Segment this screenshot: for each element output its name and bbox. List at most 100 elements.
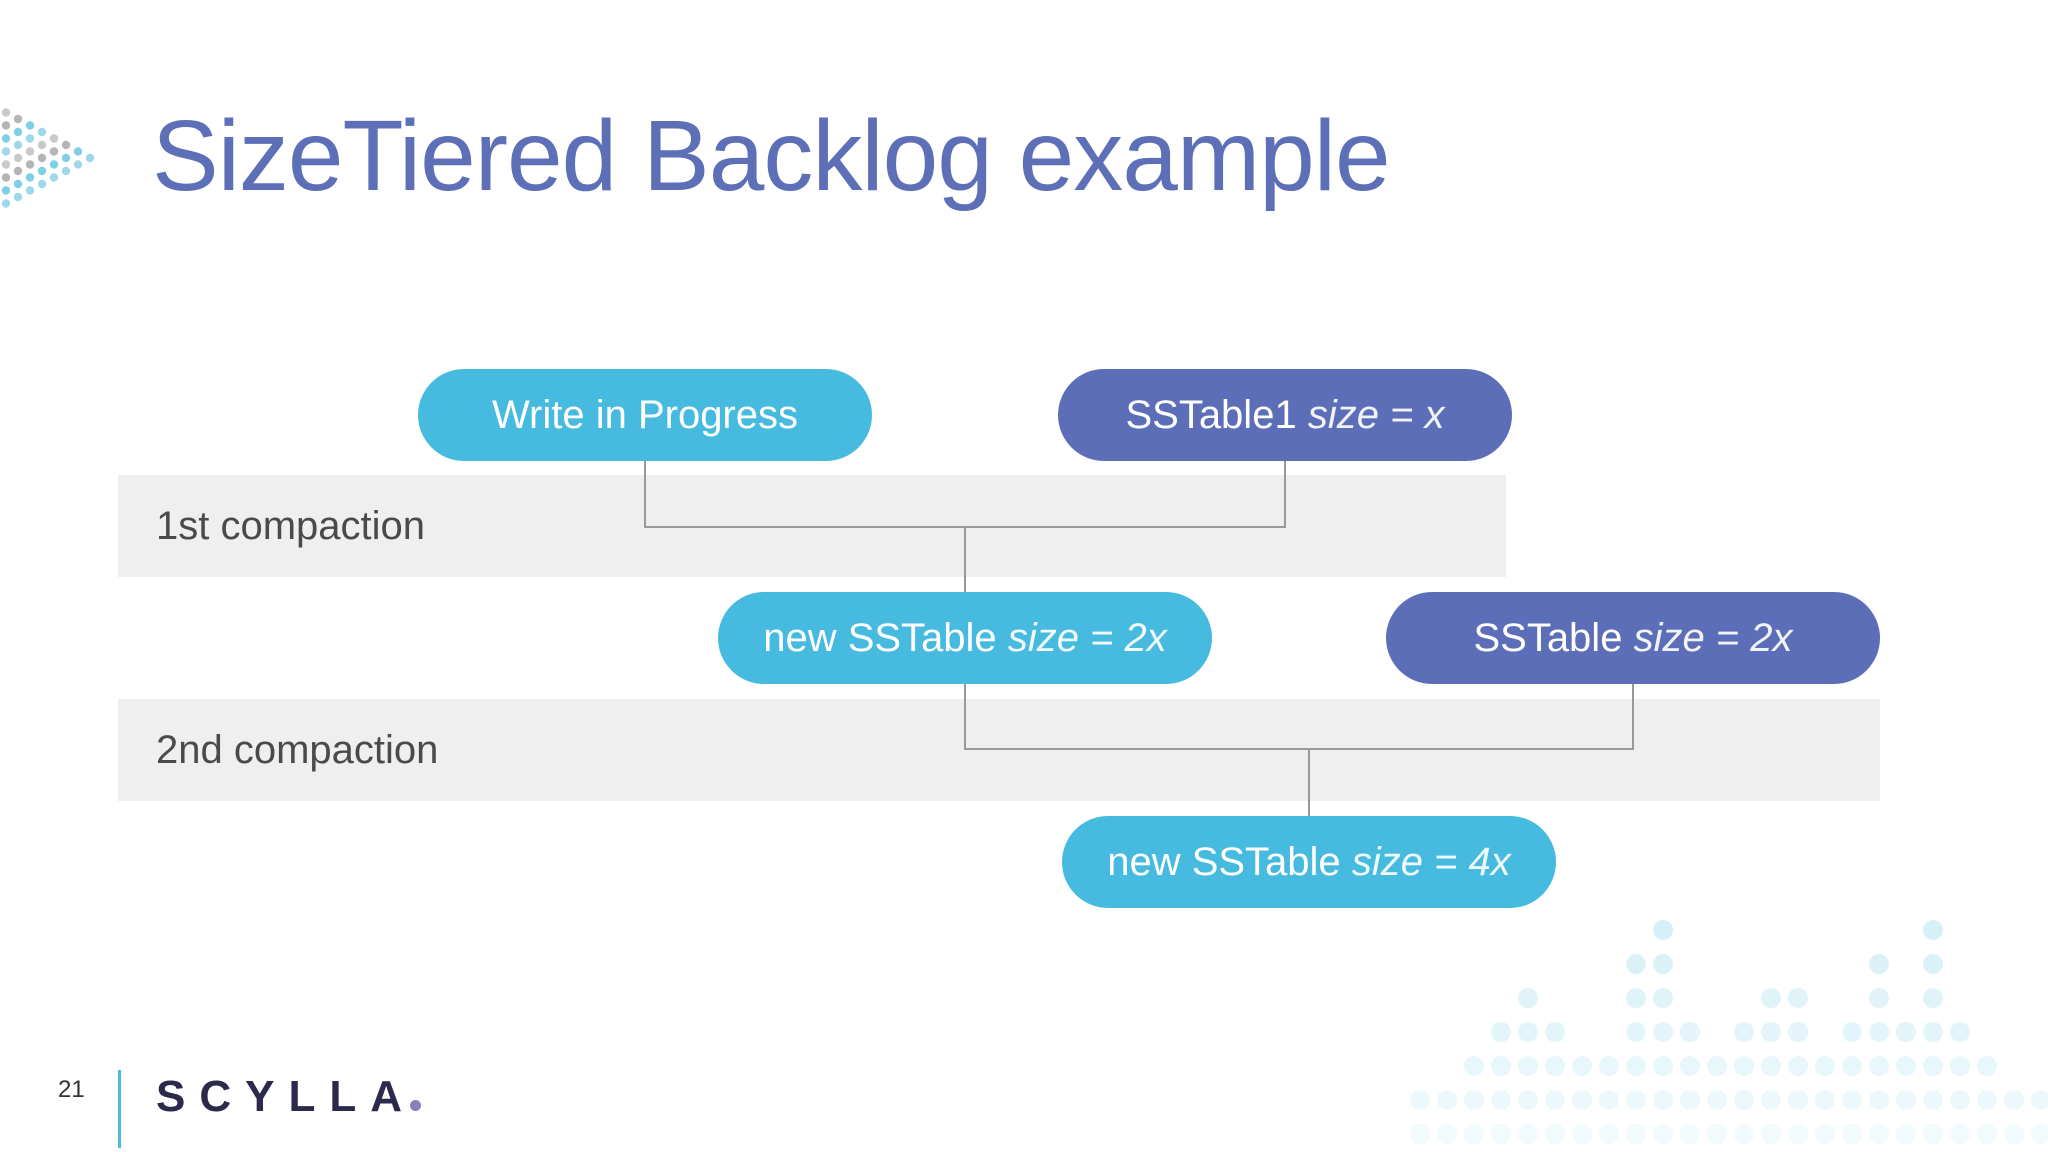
edge-2nd-compaction <box>964 684 1634 750</box>
decorative-dot <box>1788 1090 1808 1110</box>
decorative-dot <box>1626 954 1646 974</box>
decorative-dot <box>1788 1022 1808 1042</box>
decorative-dot <box>1680 1022 1700 1042</box>
decorative-dot <box>1842 1056 1862 1076</box>
decorative-dot <box>1653 954 1673 974</box>
decorative-dot <box>1545 1090 1565 1110</box>
decorative-dot <box>1653 1056 1673 1076</box>
decorative-dot <box>1923 920 1943 940</box>
page-number: 21 <box>58 1076 85 1103</box>
decorative-dot <box>1896 1090 1916 1110</box>
decorative-dot <box>1869 1090 1889 1110</box>
decorative-dot <box>1410 1124 1430 1144</box>
decorative-dot <box>1761 1124 1781 1144</box>
decorative-dot <box>1950 1022 1970 1042</box>
decorative-dot <box>1761 1022 1781 1042</box>
decorative-dot <box>1869 988 1889 1008</box>
node-size: size = x <box>1307 393 1445 437</box>
decorative-dot <box>25 134 35 143</box>
decorative-dot <box>13 179 23 189</box>
decorative-dot <box>73 147 83 156</box>
node-name: new SSTable <box>763 616 997 660</box>
decorative-dot <box>1437 1090 1457 1110</box>
decorative-dot <box>1788 988 1808 1008</box>
node-size: size = 2x <box>1633 616 1793 660</box>
decorative-dot <box>37 140 47 150</box>
decorative-dot <box>1923 954 1943 974</box>
decorative-dot <box>1734 1090 1754 1110</box>
decorative-dot <box>1491 1090 1511 1110</box>
decorative-dot <box>1518 1124 1538 1144</box>
decorative-dot <box>1896 1056 1916 1076</box>
decorative-dot <box>1626 1124 1646 1144</box>
decorative-dot <box>1734 1022 1754 1042</box>
decorative-dot <box>1869 1056 1889 1076</box>
node-new-sstable-2x: new SSTable size = 2x <box>718 592 1212 684</box>
decorative-dot <box>1626 1022 1646 1042</box>
decorative-dot <box>37 127 47 137</box>
decorative-dot <box>1464 1056 1484 1076</box>
decorative-dot <box>1 199 11 208</box>
decorative-dot <box>13 192 23 202</box>
decorative-dot <box>13 153 23 163</box>
decorative-dot <box>1464 1090 1484 1110</box>
decorative-dot <box>1572 1090 1592 1110</box>
decorative-dot <box>25 173 35 182</box>
decorative-dot <box>1680 1124 1700 1144</box>
decorative-dot <box>1977 1090 1997 1110</box>
decorative-dot <box>1707 1124 1727 1144</box>
decorative-dot <box>1815 1124 1835 1144</box>
band-label-1st-compaction: 1st compaction <box>156 504 426 548</box>
decorative-dot <box>13 140 23 150</box>
decorative-dot <box>1842 1124 1862 1144</box>
decorative-dot <box>1 121 11 130</box>
decorative-dot <box>1 134 11 143</box>
decorative-dot <box>1680 1090 1700 1110</box>
decorative-dot <box>2031 1124 2048 1144</box>
decorative-dot <box>1923 1056 1943 1076</box>
decorative-dot <box>1761 988 1781 1008</box>
decorative-dot <box>1842 1090 1862 1110</box>
decorative-dot <box>1707 1090 1727 1110</box>
footer-divider <box>118 1070 121 1148</box>
decorative-dot <box>1410 1090 1430 1110</box>
decorative-dot <box>37 166 47 176</box>
scylla-logo: SCYLLA <box>156 1072 421 1122</box>
node-name: SSTable1 <box>1125 393 1297 437</box>
decorative-dot <box>1923 1022 1943 1042</box>
decorative-dot <box>1545 1022 1565 1042</box>
decorative-dot <box>1545 1124 1565 1144</box>
decorative-dot <box>1 173 11 182</box>
node-size: size = 2x <box>1007 616 1167 660</box>
decorative-dot <box>1626 1056 1646 1076</box>
slide-title: SizeTiered Backlog example <box>152 100 1391 212</box>
decorative-dot <box>1896 1124 1916 1144</box>
decorative-dot <box>25 121 35 130</box>
decorative-dot <box>1518 1022 1538 1042</box>
decorative-dot <box>1977 1124 1997 1144</box>
decorative-dot <box>49 160 59 169</box>
decorative-dot <box>1626 988 1646 1008</box>
node-write-in-progress: Write in Progress <box>418 369 872 461</box>
decorative-dot <box>13 166 23 176</box>
decorative-dot <box>1518 1056 1538 1076</box>
decorative-dot <box>37 179 47 189</box>
decorative-dot <box>25 160 35 169</box>
decorative-dot <box>1491 1056 1511 1076</box>
decorative-dot <box>1950 1124 1970 1144</box>
decorative-dot <box>49 134 59 143</box>
decorative-dot <box>1518 988 1538 1008</box>
decorative-dot <box>1923 1090 1943 1110</box>
node-sstable-2x: SSTable size = 2x <box>1386 592 1880 684</box>
node-name: SSTable <box>1473 616 1623 660</box>
decorative-dot <box>1653 1124 1673 1144</box>
decorative-dot <box>1734 1056 1754 1076</box>
node-name: new SSTable <box>1107 840 1341 884</box>
decorative-dot <box>25 147 35 156</box>
edge-1st-compaction <box>644 461 1286 528</box>
decorative-dot <box>1 147 11 156</box>
decorative-dot <box>1626 1090 1646 1110</box>
decorative-dot <box>1923 1124 1943 1144</box>
dot-bars-decoration <box>1410 920 2048 1144</box>
decorative-dot <box>1572 1124 1592 1144</box>
